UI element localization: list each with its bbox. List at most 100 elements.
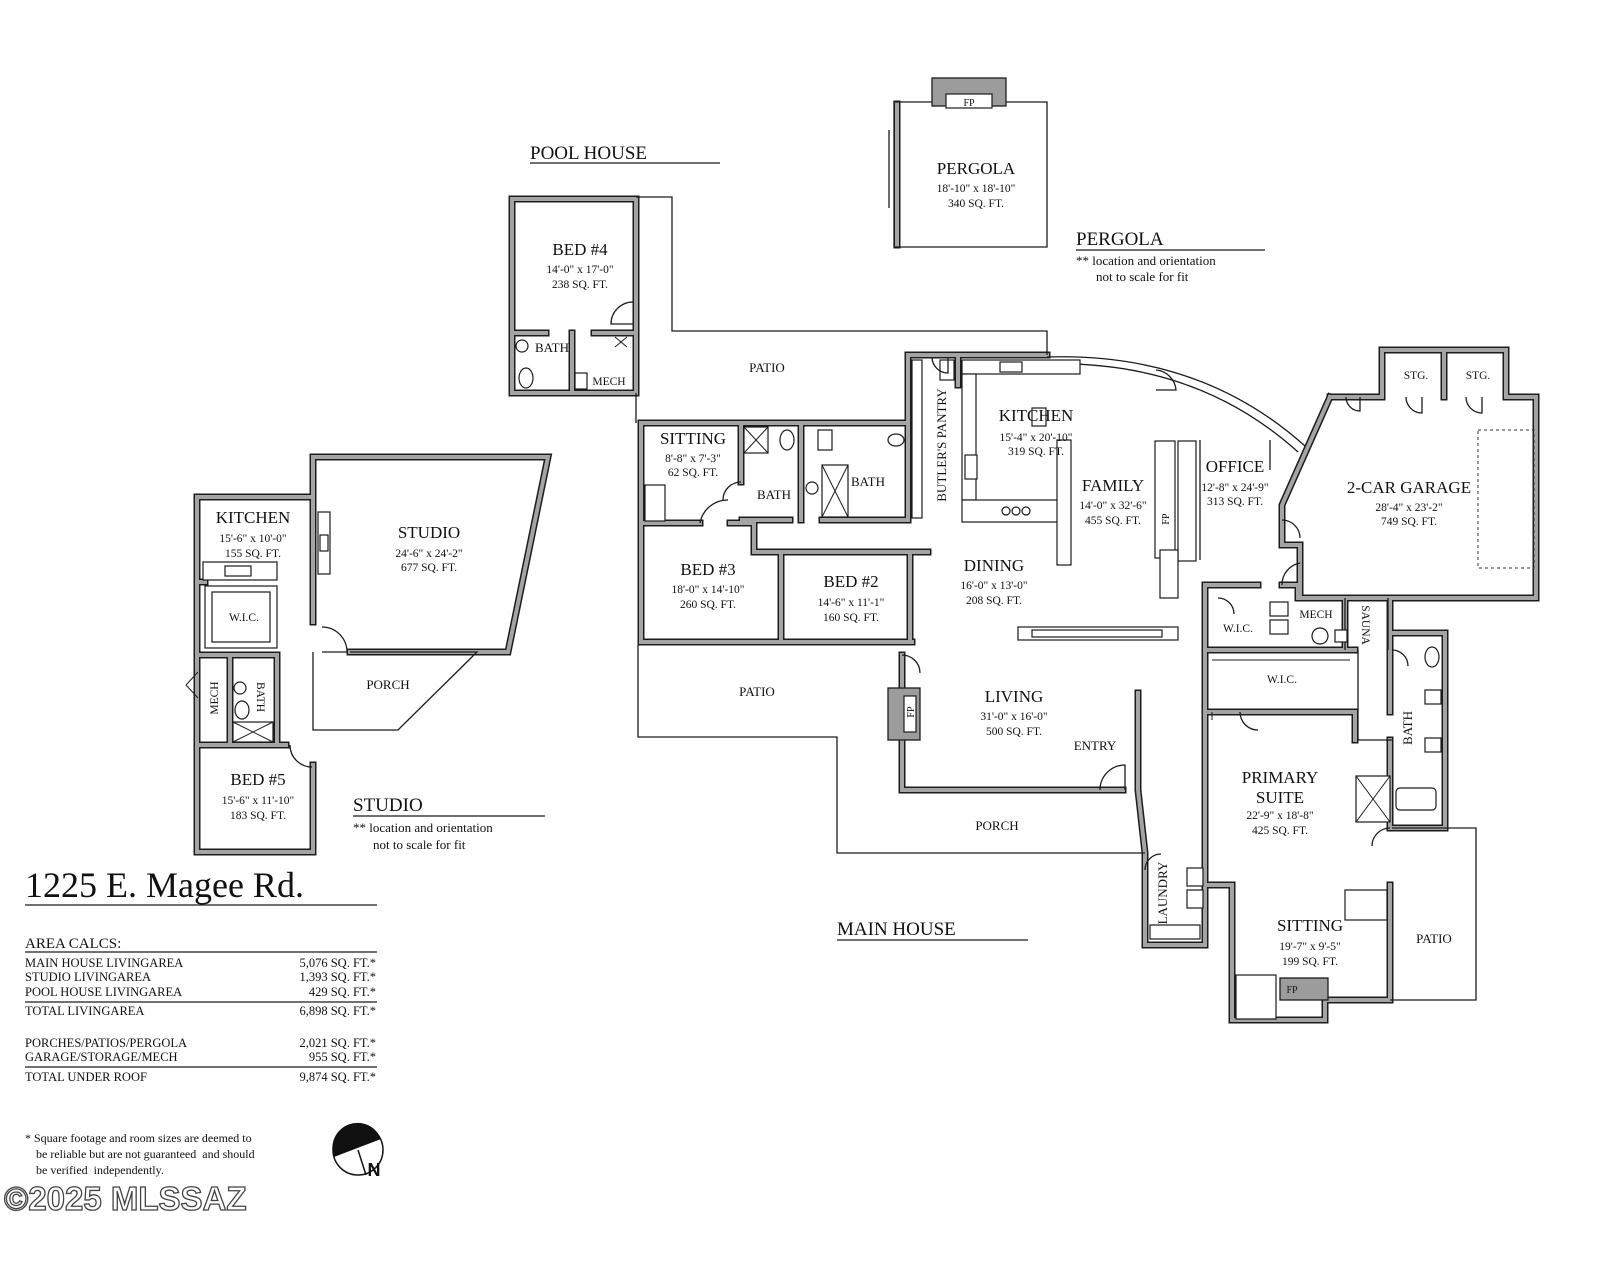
room-studio-kitchen-area: 155 SQ. FT. — [225, 548, 281, 560]
pergola-title: PERGOLA — [1076, 229, 1164, 250]
watermark: ©2025 MLSSAZ — [4, 1180, 247, 1217]
label-living-fp: FP — [906, 706, 917, 718]
north-label: N — [368, 1160, 381, 1180]
label-studio-bath: BATH — [254, 682, 266, 712]
toilet-fixture — [887, 433, 905, 447]
room-pergola-name: PERGOLA — [937, 159, 1016, 178]
room-studio-kitchen-dims: 15'-6" x 10'-0" — [219, 533, 286, 545]
room-garage-dims: 28'-4" x 23'-2" — [1375, 502, 1442, 514]
pool-house-title: POOL HOUSE — [530, 143, 647, 164]
room-primary-name-2: SUITE — [1256, 788, 1304, 807]
main-house-title: MAIN HOUSE — [837, 919, 956, 940]
label-family-fp: FP — [1161, 513, 1172, 525]
room-bed5-dims: 15'-6" x 11'-10" — [222, 795, 295, 807]
label-pool-bath: BATH — [535, 340, 569, 355]
calc-row-label: PORCHES/PATIOS/PERGOLA — [25, 1036, 187, 1050]
room-office-name: OFFICE — [1206, 457, 1265, 476]
label-pergola-fp: FP — [963, 98, 975, 109]
room-dining-area: 208 SQ. FT. — [966, 595, 1022, 607]
cooktop-icon — [1001, 506, 1031, 516]
label-patio-south: PATIO — [739, 684, 775, 699]
studio-note-1: ** location and orientation — [353, 820, 493, 835]
room-primary-sitting-name: SITTING — [1277, 916, 1343, 935]
calc-row-label: GARAGE/STORAGE/MECH — [25, 1050, 178, 1064]
outlines — [312, 101, 1535, 1001]
room-primary-sitting-area: 199 SQ. FT. — [1282, 956, 1338, 968]
room-primary-dims: 22'-9" x 18'-8" — [1246, 810, 1313, 822]
toilet-fixture — [779, 429, 795, 451]
room-studio-kitchen-name: KITCHEN — [216, 508, 291, 527]
room-kitchen-dims: 15'-4" x 20'-10" — [1000, 432, 1073, 444]
sink-fixture — [805, 481, 819, 495]
calc-row-value: 1,393 SQ. FT.* — [299, 970, 376, 984]
room-office-area: 313 SQ. FT. — [1207, 496, 1263, 508]
doors — [289, 301, 1483, 871]
label-laundry: LAUNDRY — [1155, 861, 1170, 924]
fireplace-sitting — [1279, 977, 1329, 1001]
calc-total-living-label: TOTAL LIVINGAREA — [25, 1004, 144, 1018]
room-garage-area: 749 SQ. FT. — [1381, 516, 1437, 528]
label-studio-wic: W.I.C. — [229, 612, 259, 624]
room-kitchen-name: KITCHEN — [999, 406, 1074, 425]
calc-row-value: 5,076 SQ. FT.* — [299, 956, 376, 970]
calc-row-label: STUDIO LIVINGAREA — [25, 970, 151, 984]
room-office-dims: 12'-8" x 24'-9" — [1201, 482, 1268, 494]
area-calcs-table: AREA CALCS: MAIN HOUSE LIVINGAREA 5,076 … — [25, 936, 377, 1084]
room-bed2-name: BED #2 — [823, 572, 878, 591]
calc-row-label: POOL HOUSE LIVINGAREA — [25, 985, 182, 999]
calc-row-label: MAIN HOUSE LIVINGAREA — [25, 956, 183, 970]
room-family-name: FAMILY — [1082, 476, 1144, 495]
room-studio-area: 677 SQ. FT. — [401, 562, 457, 574]
label-wic-1: W.I.C. — [1223, 623, 1253, 635]
label-patio-north: PATIO — [749, 360, 785, 375]
label-storage-2: STG. — [1466, 370, 1491, 382]
room-living-area: 500 SQ. FT. — [986, 726, 1042, 738]
room-bed3-name: BED #3 — [680, 560, 735, 579]
room-studio-dims: 24'-6" x 24'-2" — [395, 548, 462, 560]
sink-fixture — [233, 681, 247, 695]
room-bed4-dims: 14'-0" x 17'-0" — [546, 264, 613, 276]
room-primary-sitting-dims: 19'-7" x 9'-5" — [1279, 941, 1340, 953]
toilet-fixture — [234, 700, 250, 720]
room-primary-area: 425 SQ. FT. — [1252, 825, 1308, 837]
room-sitting-dims: 8'-8" x 7'-3" — [665, 453, 721, 465]
room-family-area: 455 SQ. FT. — [1085, 515, 1141, 527]
footnote-line-1: * Square footage and room sizes are deem… — [25, 1131, 252, 1145]
label-storage-1: STG. — [1404, 370, 1429, 382]
calc-total-living-value: 6,898 SQ. FT.* — [299, 1004, 376, 1018]
room-pergola-area: 340 SQ. FT. — [948, 198, 1004, 210]
room-bed3-dims: 18'-0" x 14'-10" — [672, 584, 745, 596]
pergola-note-1: ** location and orientation — [1076, 253, 1216, 268]
room-bed3-area: 260 SQ. FT. — [680, 599, 736, 611]
bathtub-fixture — [1395, 787, 1437, 811]
label-primary-bath: BATH — [1400, 711, 1415, 745]
room-living-name: LIVING — [985, 687, 1044, 706]
label-porch-main: PORCH — [975, 818, 1018, 833]
room-bed5-name: BED #5 — [230, 770, 285, 789]
room-pergola-dims: 18'-10" x 18'-10" — [937, 183, 1016, 195]
footnote-line-2: be reliable but are not guaranteed and s… — [36, 1147, 255, 1161]
label-pool-mech: MECH — [592, 376, 625, 388]
calc-total-roof-value: 9,874 SQ. FT.* — [299, 1070, 376, 1084]
label-sitting-fp: FP — [1286, 985, 1298, 996]
water-heater — [574, 372, 588, 390]
label-butlers-pantry: BUTLER'S PANTRY — [934, 388, 949, 502]
area-calcs-heading: AREA CALCS: — [25, 936, 121, 952]
room-dining-dims: 16'-0" x 13'-0" — [960, 580, 1027, 592]
room-bed5-area: 183 SQ. FT. — [230, 810, 286, 822]
washer-fixture — [1186, 867, 1204, 887]
calc-row-value: 429 SQ. FT.* — [309, 985, 376, 999]
toilet-fixture — [518, 367, 534, 389]
room-garage-name: 2-CAR GARAGE — [1347, 478, 1471, 497]
room-bed2-dims: 14'-6" x 11'-1" — [818, 597, 885, 609]
fixtures — [185, 77, 1442, 1020]
north-arrow-icon: N — [332, 1122, 384, 1180]
label-bath-center: BATH — [851, 474, 885, 489]
room-bed4-area: 238 SQ. FT. — [552, 279, 608, 291]
room-sitting-name: SITTING — [660, 429, 726, 448]
label-patio-primary: PATIO — [1416, 931, 1452, 946]
fireplace-family — [1154, 440, 1176, 559]
room-kitchen-area: 319 SQ. FT. — [1008, 446, 1064, 458]
label-studio-mech: MECH — [209, 681, 221, 714]
